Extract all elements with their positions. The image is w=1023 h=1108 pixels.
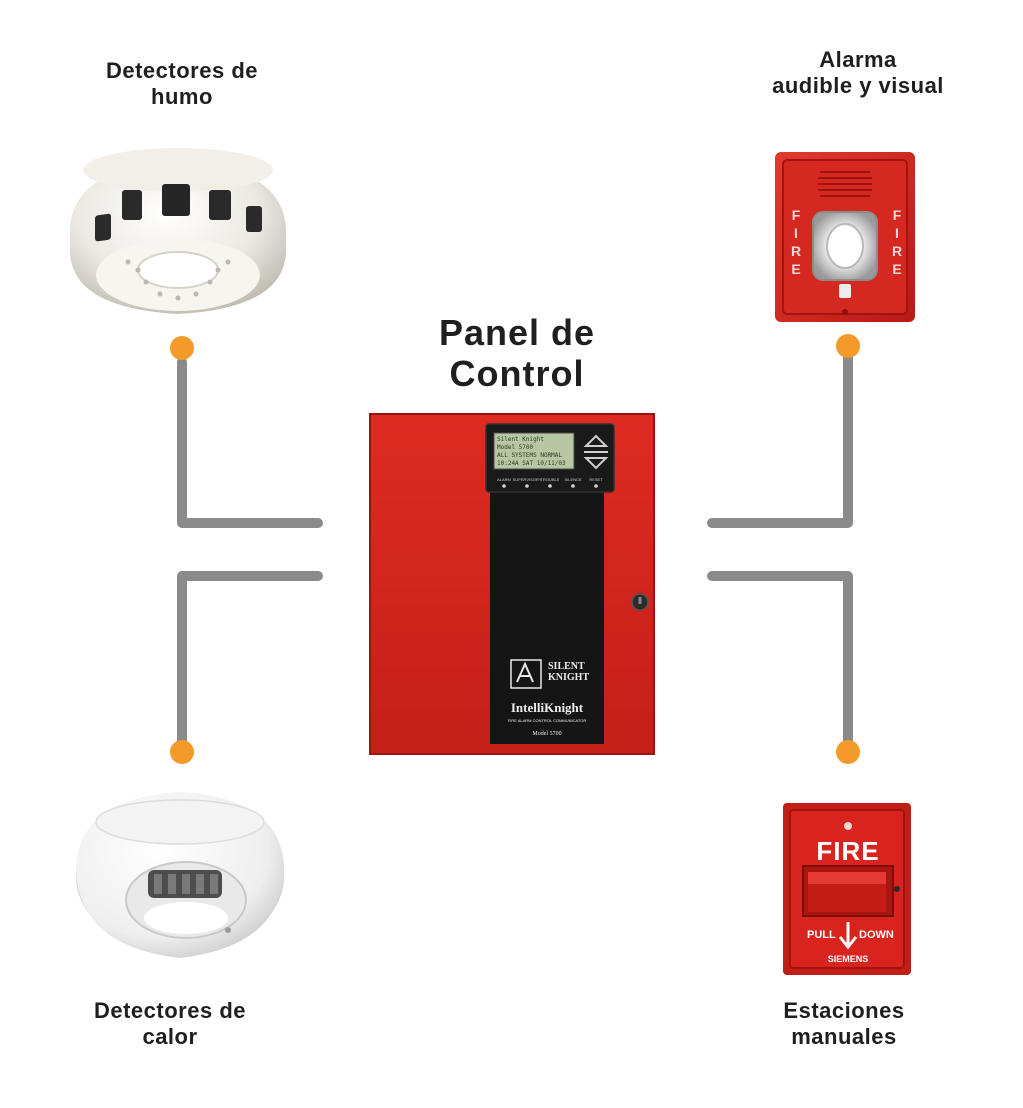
connector-dots (170, 334, 860, 764)
label-alarm-line-2: audible y visual (772, 72, 944, 98)
smoke-detector-image (70, 148, 286, 314)
panel-key-label: TROUBLE (541, 477, 560, 482)
label-heat-line-1: Detectores de (93, 998, 246, 1023)
panel-tagline: FIRE ALARM CONTROL COMMUNICATOR (508, 718, 587, 723)
label-panel-line-2: Control (449, 353, 585, 395)
panel-key-label: ALARM (497, 477, 511, 482)
connector-dot-smoke (170, 336, 194, 360)
manual-pull-station-image: FIRE PULL DOWN SIEMENS (783, 803, 911, 975)
panel-key-label: RESET (589, 477, 603, 482)
wire-alarm-to-panel (707, 353, 853, 528)
label-panel-line-1: Panel de (438, 312, 596, 353)
label-manual-stations: Estaciones manuales (724, 998, 964, 1050)
pull-station-pull-text: PULL (807, 929, 836, 941)
panel-arrow-keys (583, 434, 609, 470)
label-control-panel: Panel de Control (362, 312, 672, 395)
panel-product-name: IntelliKnight (511, 700, 584, 715)
panel-key-label: SILENCE (564, 477, 581, 482)
wiring (177, 353, 853, 760)
connector-dot-manual (836, 740, 860, 764)
panel-brand-logo (510, 659, 542, 689)
panel-lcd-line: Model 5700 (497, 444, 534, 451)
control-panel-image: Silent Knight Model 5700 ALL SYSTEMS NOR… (369, 413, 655, 755)
panel-lcd-line: Silent Knight (497, 436, 544, 443)
heat-detector-image (76, 792, 284, 958)
label-smoke-line-2: humo (151, 83, 213, 109)
connector-dot-alarm (836, 334, 860, 358)
panel-key-label: SUPERVISORY (513, 477, 542, 482)
panel-lcd-text: Silent Knight Model 5700 ALL SYSTEMS NOR… (497, 436, 566, 467)
label-heat-detectors: Detectores de calor (40, 998, 300, 1050)
label-alarm: Alarma audible y visual (718, 47, 998, 99)
label-heat-line-2: calor (142, 1023, 198, 1049)
panel-lcd-screen (493, 432, 575, 470)
label-smoke-line-1: Detectores de (105, 58, 258, 83)
connector-dot-heat (170, 740, 194, 764)
wire-heat-to-panel (177, 571, 323, 760)
panel-lcd-line: ALL SYSTEMS NORMAL (497, 452, 562, 459)
panel-model: Model 5700 (532, 731, 561, 737)
label-manual-line-1: Estaciones (783, 998, 905, 1023)
label-manual-line-2: manuales (791, 1023, 897, 1049)
pull-station-title: FIRE (816, 836, 879, 866)
wire-manual-to-panel (707, 571, 853, 760)
pull-station-maker: SIEMENS (828, 954, 869, 964)
panel-brand-line-1: SILENT (548, 661, 585, 672)
panel-lcd-line: 10:24A SAT 10/11/03 (497, 460, 566, 467)
label-smoke-detectors: Detectores de humo (52, 58, 312, 110)
panel-brand-line-2: KNIGHT (548, 672, 589, 683)
pull-station-down-text: DOWN (859, 929, 894, 941)
label-alarm-line-1: Alarma (819, 47, 897, 72)
wire-smoke-to-panel (177, 357, 323, 528)
